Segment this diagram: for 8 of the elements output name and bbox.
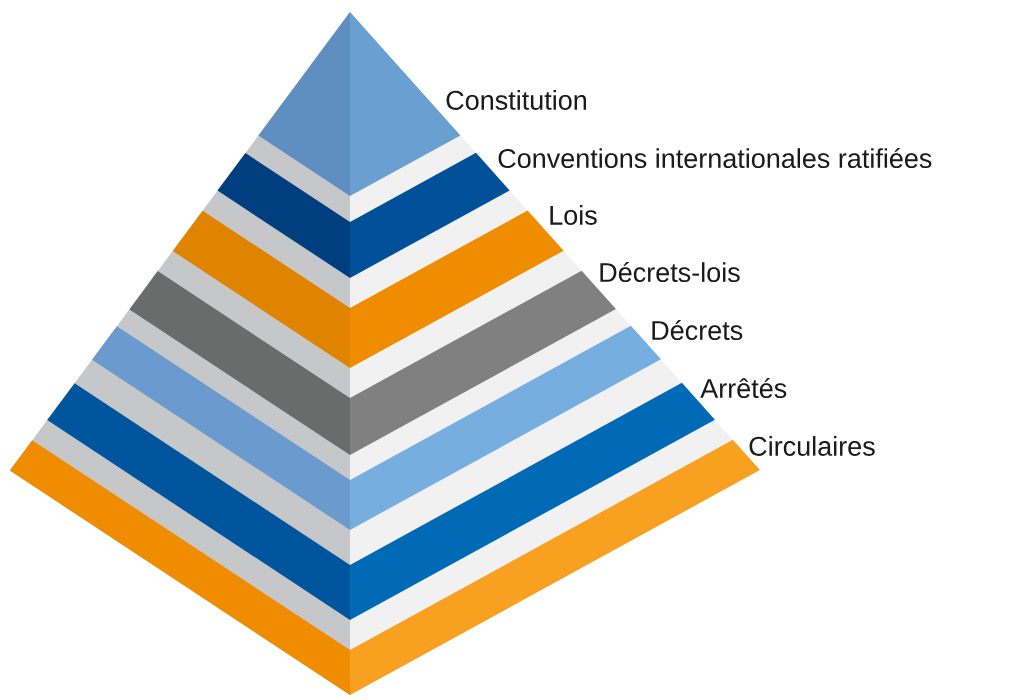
node-label: Circulaires (749, 436, 875, 456)
pyramid-layer: Circulaires (9, 436, 875, 695)
node-label: Décrets (652, 319, 743, 341)
pyramid-layer: Lois (172, 205, 597, 368)
node-label: Conventions internationales ratifiées (498, 147, 932, 169)
node-label: Arrêtés (700, 377, 787, 399)
node-label: Constitution (446, 90, 587, 110)
node-label: Décrets-lois (600, 261, 740, 283)
